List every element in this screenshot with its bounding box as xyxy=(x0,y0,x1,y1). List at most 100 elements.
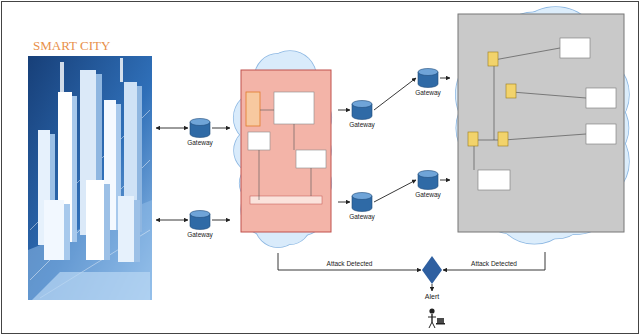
connector-arrow xyxy=(443,252,545,270)
node-label: Alert xyxy=(423,292,442,301)
connector-arrow xyxy=(212,128,230,129)
gateway: Gateway xyxy=(185,118,215,148)
city-illustration-part xyxy=(120,58,123,82)
connector-arrow xyxy=(338,110,350,111)
connector-arrow xyxy=(156,128,188,129)
gateway-cylinder xyxy=(351,192,373,212)
cloud-server-box-part xyxy=(458,14,624,232)
node-label: Gateway xyxy=(413,191,443,199)
gateway-cylinder xyxy=(189,210,211,230)
city-illustration-part xyxy=(104,184,110,260)
gateway-cylinder xyxy=(352,101,372,108)
gateway-cylinder xyxy=(417,170,439,190)
alert-person-icon-part xyxy=(432,322,435,328)
city-illustration-part xyxy=(64,204,70,260)
city-illustration-part xyxy=(60,62,64,92)
fog-processing-box-part xyxy=(259,150,260,200)
connector-arrow xyxy=(338,202,350,203)
city-illustration-part xyxy=(28,56,152,300)
fog-processing-box-part xyxy=(296,150,326,168)
city-illustration-part xyxy=(72,96,77,242)
gateway: Gateway xyxy=(413,68,443,98)
node-label: Gateway xyxy=(185,231,215,239)
decision-diamond xyxy=(422,256,442,284)
cloud-outline xyxy=(234,51,332,247)
fog-cloud xyxy=(230,48,338,253)
node-label: Gateway xyxy=(185,139,215,147)
gateway-cylinder xyxy=(190,119,210,126)
cloud-server-shape xyxy=(450,4,640,252)
alert-person-icon xyxy=(428,308,445,328)
gateway-cylinder xyxy=(352,193,372,200)
connector-arrow xyxy=(374,180,416,202)
cloud-server-box-part xyxy=(494,48,560,60)
fog-processing-box-part xyxy=(241,70,331,232)
city-illustration-part xyxy=(86,180,104,260)
decision-diamond xyxy=(422,256,442,284)
cloud-outline xyxy=(456,7,629,244)
cloud-server-box-part xyxy=(586,124,616,144)
city-illustration-part xyxy=(118,196,134,262)
fog-processing-box-part xyxy=(260,110,274,111)
fog-processing-box-part xyxy=(311,168,312,196)
city-panel: SMART CITY xyxy=(25,36,155,302)
connector-arrow xyxy=(440,78,450,79)
gateway-cylinder xyxy=(418,69,438,76)
edge-label: Attack Detected xyxy=(325,260,375,268)
alert-person-icon-part xyxy=(436,323,445,325)
cloud-server-box-part xyxy=(504,134,586,140)
connector-arrow xyxy=(278,253,421,270)
alert-label: Alert xyxy=(423,292,442,302)
edge-label: Attack Detected xyxy=(469,260,519,268)
gateway: Gateway xyxy=(413,170,443,200)
cloud-server-box-part xyxy=(512,92,586,98)
cloud-server-box-part xyxy=(586,88,616,108)
decision-diamond xyxy=(422,256,442,284)
city-illustration xyxy=(28,56,152,300)
fog-processing-box-part xyxy=(250,196,322,204)
fog-processing-box-part xyxy=(246,92,260,126)
cloud-server-box-part xyxy=(506,84,516,98)
fog-processing-box-part xyxy=(274,92,314,124)
cloud-server-box-part xyxy=(488,52,498,66)
connector-arrow xyxy=(440,180,450,181)
node-label: Gateway xyxy=(347,121,377,129)
alert-person-icon-part xyxy=(429,322,432,328)
fog-cloud-shape xyxy=(230,48,338,253)
gateway-cylinder xyxy=(190,211,210,218)
connector-arrow xyxy=(156,220,188,221)
gateway-cylinder xyxy=(418,171,438,178)
alert-person-icon-part xyxy=(429,308,434,313)
cloud-server-box-part xyxy=(498,132,508,146)
city-illustration-part xyxy=(134,200,140,262)
gateway-cylinder xyxy=(417,68,439,88)
cloud-server-box-part xyxy=(478,170,510,190)
connector-arrow xyxy=(432,284,433,291)
fog-processing-box xyxy=(241,70,331,232)
cloud-server xyxy=(450,4,640,252)
cloud-fill xyxy=(234,51,332,247)
alert-person-icon-part xyxy=(428,317,436,318)
connector-arrow xyxy=(374,78,416,110)
heading-text: SMART CITY xyxy=(25,36,110,53)
gateway: Gateway xyxy=(185,210,215,240)
cloud-fill-part xyxy=(255,73,313,228)
fog-processing-box-part xyxy=(248,132,270,150)
node-label: Gateway xyxy=(347,213,377,221)
cloud-server-box xyxy=(458,14,624,232)
alert-person-icon-part xyxy=(431,314,432,322)
connector-arrow xyxy=(212,220,230,221)
cloud-server-box-part xyxy=(494,60,495,140)
node-label: Gateway xyxy=(413,89,443,97)
cloud-fill-part xyxy=(495,49,595,207)
gateway: Gateway xyxy=(347,100,377,130)
gateway: Gateway xyxy=(347,192,377,222)
gateway-cylinder xyxy=(351,100,373,120)
cloud-fill xyxy=(456,7,629,244)
cloud-server-box-part xyxy=(474,140,475,170)
cloud-server-box-part xyxy=(468,132,478,146)
city-illustration-part xyxy=(44,200,64,260)
